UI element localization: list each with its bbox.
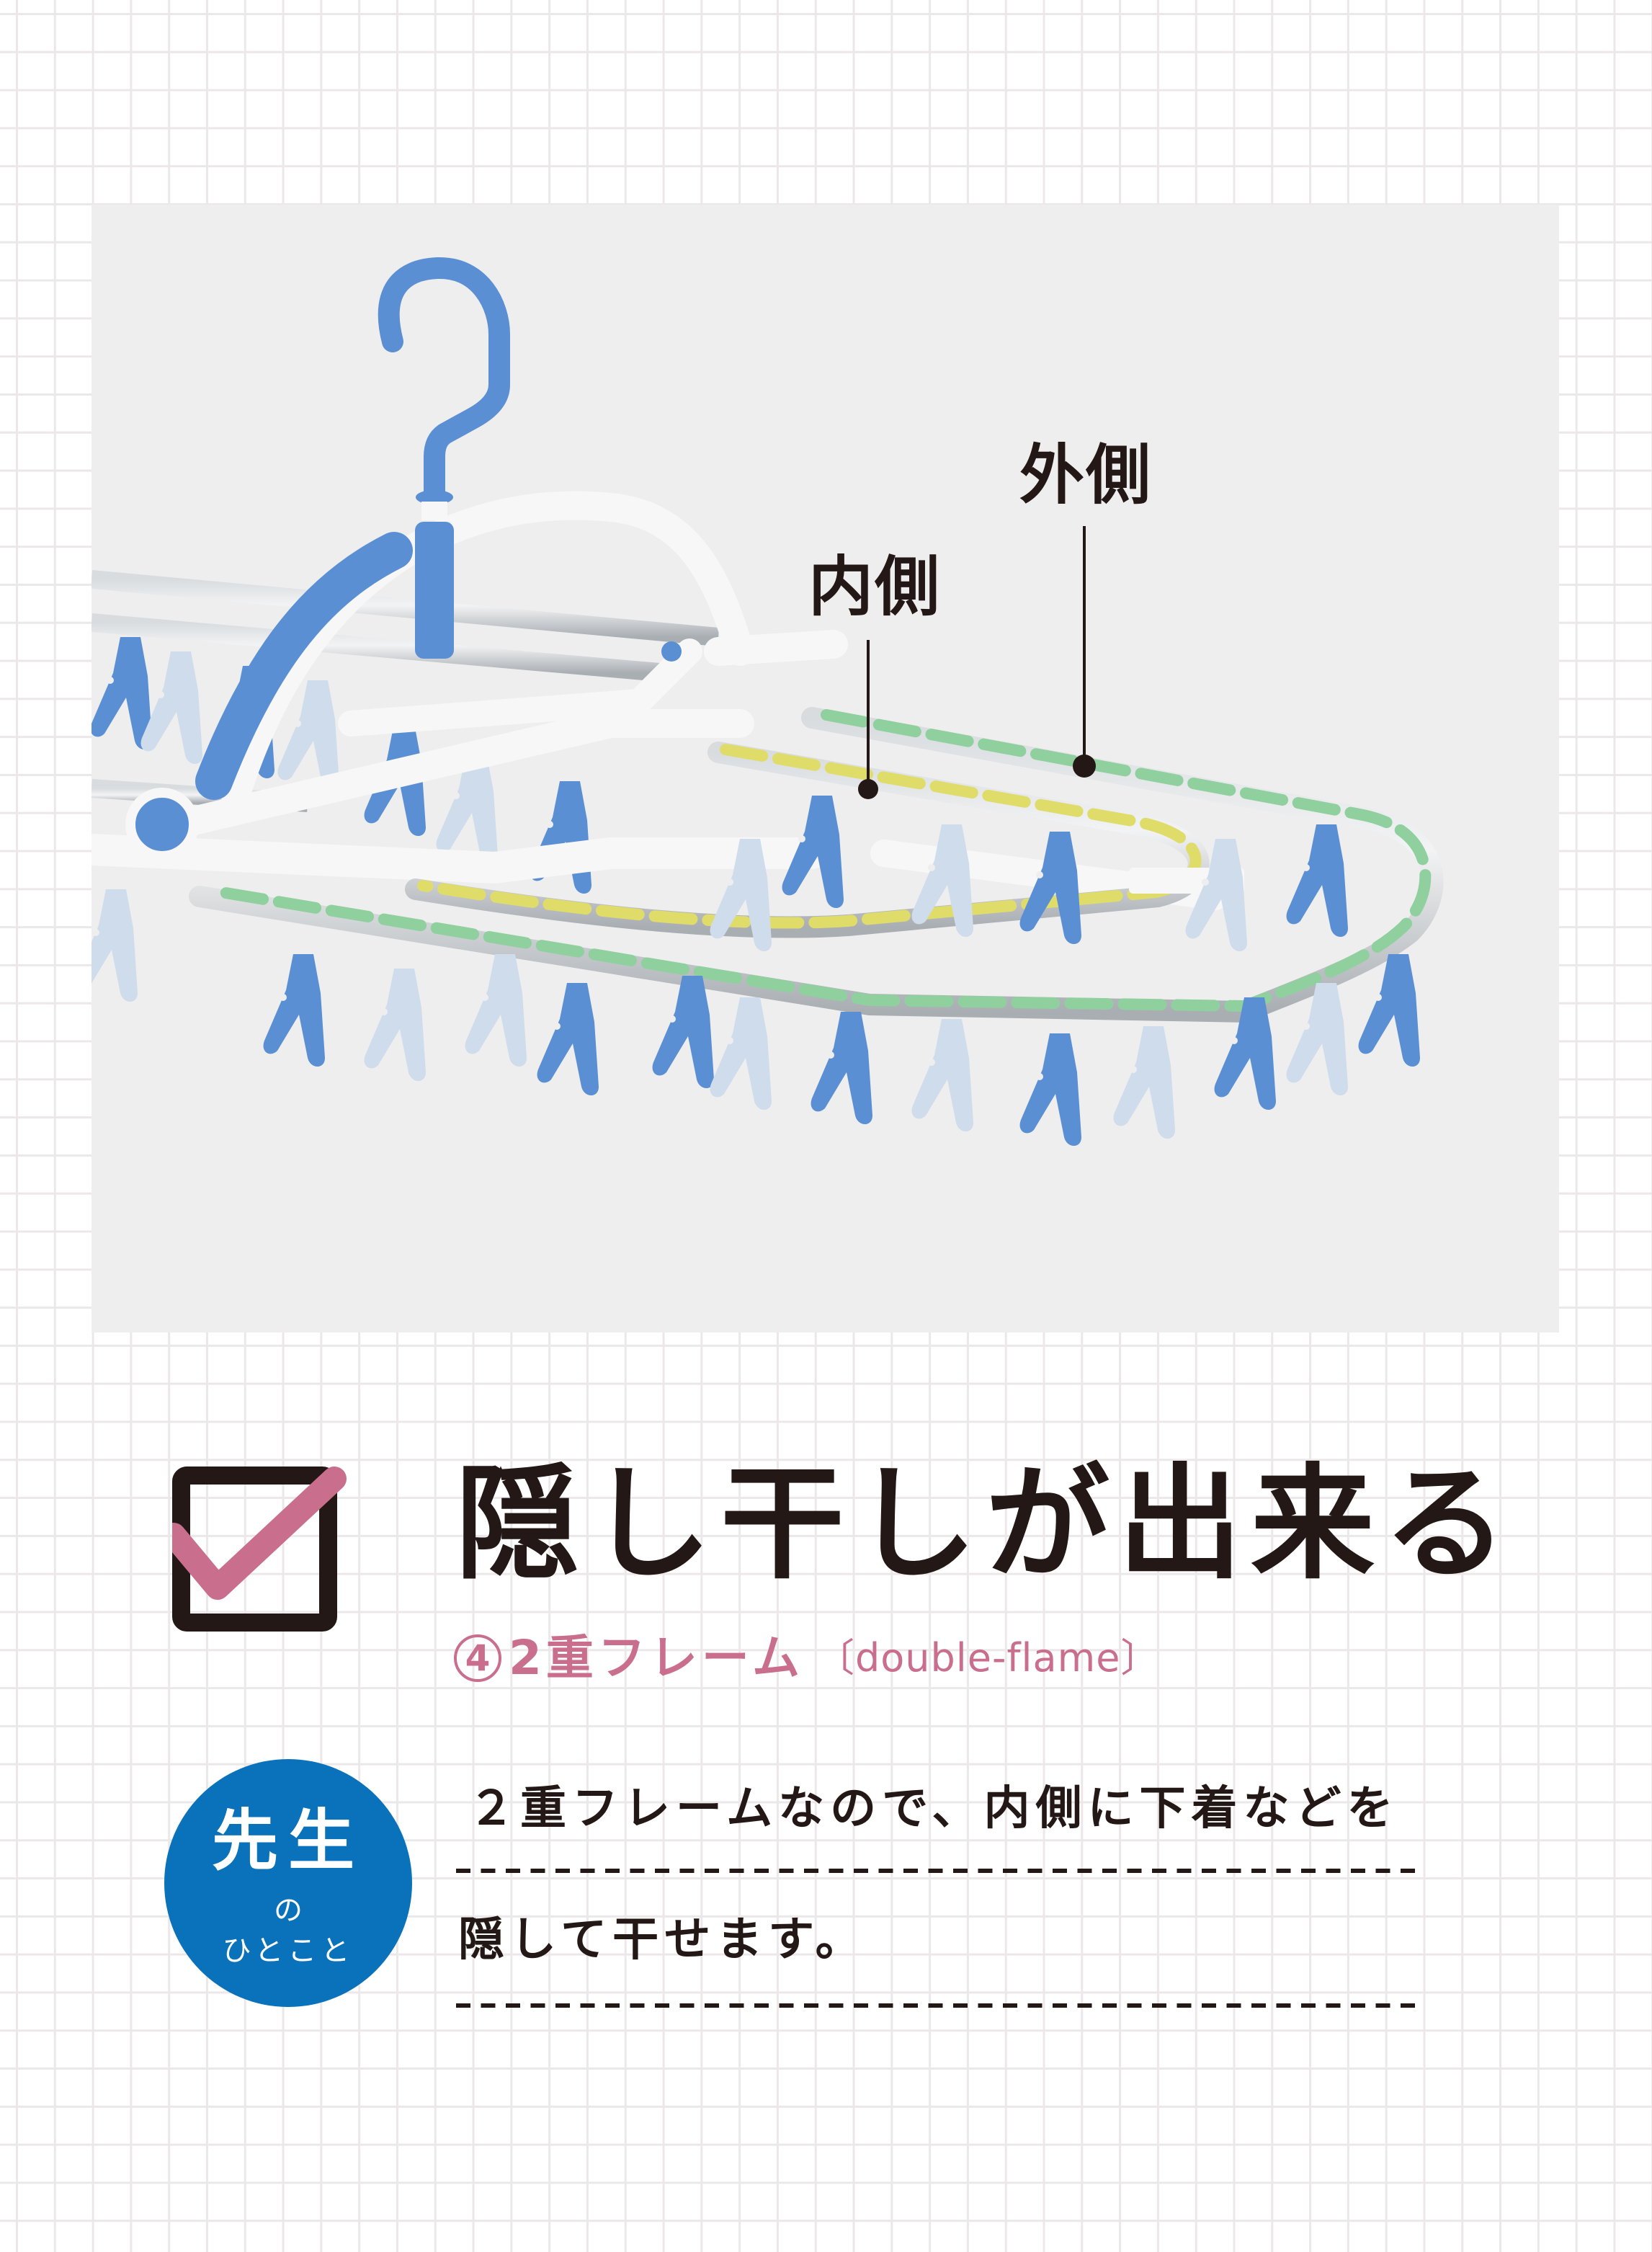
badge-line-3: ひとこと: [222, 1934, 354, 1967]
hanger-illustration: [91, 257, 1444, 1146]
outer-pointer-dot: [1073, 755, 1096, 778]
outer-pointer-line: [1083, 526, 1086, 767]
teacher-comment-badge: 先生 の ひとこと: [164, 1759, 412, 2007]
inner-frame-label: 内側: [808, 549, 941, 625]
checkbox-checked-icon: [172, 1467, 347, 1632]
joint-knob: [125, 788, 199, 861]
product-photo: 外側 内側: [91, 205, 1559, 1332]
pivot-knob: [661, 641, 682, 662]
folding-handle: [195, 532, 413, 800]
note-rule-2: [456, 2003, 1421, 2008]
feature-subtitle-jp: 2重フレーム: [509, 1630, 804, 1686]
note-rule-1: [456, 1869, 1421, 1873]
outer-frame: [189, 707, 1444, 1023]
inner-pointer-line: [867, 640, 870, 788]
note-line-1: ２重フレームなので、内側に下着などを: [468, 1782, 1399, 1835]
note-line-2: 隠して干せます。: [458, 1913, 867, 1967]
badge-line-1: 先生: [211, 1802, 365, 1879]
inner-pointer-dot: [858, 779, 878, 799]
hook: [378, 257, 510, 659]
outer-frame-label: 外側: [1019, 437, 1152, 513]
feature-subtitle-en: 〔double-flame〕: [815, 1635, 1161, 1681]
hanger-arch: [221, 491, 754, 810]
feature-number-badge: 4: [454, 1634, 501, 1682]
feature-heading: 隠し干しが出来る: [455, 1451, 1516, 1596]
feature-subtitle: 4 2重フレーム 〔double-flame〕: [454, 1634, 1160, 1682]
front-clips: [263, 796, 1420, 1146]
badge-line-2: の: [274, 1894, 303, 1927]
